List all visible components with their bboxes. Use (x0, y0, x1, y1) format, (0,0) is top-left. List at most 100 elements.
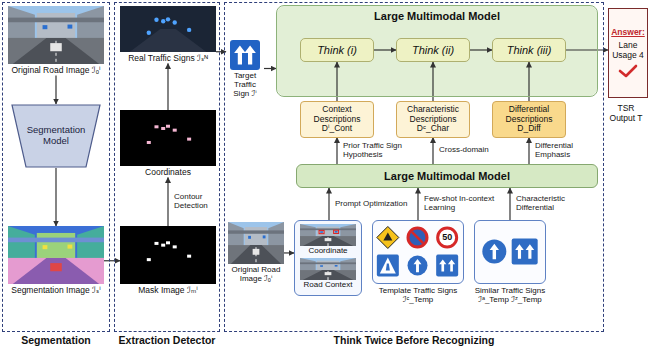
model-box: Large Multimodal Model (296, 164, 598, 188)
connector-arrow (284, 252, 294, 253)
lane-arrow (439, 259, 446, 271)
edge-label: Contour Detection (173, 193, 215, 211)
far-building (245, 227, 267, 246)
picture (300, 258, 356, 280)
connector-arrow (264, 68, 276, 69)
lane-plate (436, 255, 458, 277)
arrow-glyph (515, 244, 524, 258)
model-label: Segmentation Model (17, 125, 95, 147)
sign-dot (173, 20, 177, 24)
lane-arrow (234, 45, 246, 64)
picture (8, 226, 104, 284)
stage-panel: Think Twice Before RecognizingTarget Tra… (224, 2, 604, 332)
connector-arrow (328, 188, 329, 220)
connector-arrow (104, 260, 120, 261)
model-box-fill (277, 6, 597, 96)
vehicle (325, 272, 332, 275)
mandatory-disc (482, 240, 506, 264)
description-box: Differential Descriptions D_Diff (492, 101, 566, 138)
lane-plate (512, 239, 538, 265)
sign-patch (43, 25, 48, 29)
far-building (37, 13, 75, 39)
lane-sign (436, 255, 458, 277)
model-trapezoid: Segmentation Model (11, 104, 101, 168)
overpass (8, 238, 104, 243)
sign-dot (161, 244, 165, 247)
image-panel: Target Traffic Sign ℐⁱ (226, 40, 264, 99)
warning-diamond (377, 226, 399, 248)
sky (8, 6, 104, 64)
set-caption: Similar Traffic Signs ℐᵃ_Temp ℐᶻ_Temp (474, 287, 546, 305)
connector-arrow (432, 138, 433, 164)
description-box: Context Descriptions Dⁱ_Cont (300, 101, 374, 138)
connector-arrow (528, 138, 529, 164)
check-mark (618, 64, 638, 78)
answer-text: Lane Usage 4 (610, 41, 646, 61)
cross-sign (377, 255, 399, 277)
context-item: Road Context (300, 258, 356, 290)
panel-title: Think Twice Before Recognizing (334, 334, 495, 346)
edge-label: Differential Emphasis (534, 142, 602, 160)
arrow-glyph (234, 45, 246, 64)
sign-patch (320, 231, 323, 233)
prohibition-slash (412, 232, 423, 243)
ground (8, 258, 104, 284)
picture (120, 110, 216, 166)
connector-arrow (167, 178, 168, 226)
trapezoid-outline (12, 105, 100, 167)
road (13, 38, 99, 64)
road (303, 270, 353, 280)
sign-dot (154, 18, 158, 22)
reasoning-box: Think (ii) (396, 38, 470, 62)
arrow-glyph (244, 45, 256, 64)
coordinate-box (319, 230, 324, 233)
sign-patch (335, 231, 338, 233)
figure-label: 50 (435, 232, 459, 242)
connector-arrow (336, 62, 337, 101)
sign-dot (161, 127, 165, 130)
picture (120, 6, 216, 52)
road (303, 236, 353, 246)
coordinate-box (334, 230, 339, 233)
edge-label: Few-shot In-context Learning (423, 195, 503, 213)
sign-dot (161, 19, 165, 23)
ground (228, 245, 284, 264)
edge-label: Prior Traffic Sign Hypothesis (342, 142, 428, 160)
answer-box: Answer: Lane Usage 4 (608, 8, 648, 98)
image-ground (120, 6, 216, 52)
edge-label: Cross-domain (438, 146, 490, 155)
arrow-sign (482, 240, 506, 264)
connector-arrow (167, 64, 168, 110)
connector-arrow (374, 49, 396, 50)
reasoning-label: Think (iii) (507, 44, 552, 56)
arrow-glyph (490, 244, 499, 260)
sign-set-box: Similar Traffic Signs ℐᵃ_Temp ℐᶻ_Temp (474, 220, 546, 305)
vehicle (50, 263, 62, 271)
sign-patch (320, 265, 323, 267)
answer-text: Answer: (611, 28, 645, 38)
picture (228, 222, 284, 264)
connector-arrow (528, 62, 529, 101)
ground (300, 236, 356, 246)
connector-arrow (566, 49, 608, 50)
sign-frame (474, 220, 546, 284)
sign-patch (248, 236, 251, 239)
panel-title: Extraction Detector (119, 334, 216, 346)
image-ground (120, 226, 216, 284)
image-panel: Coordinates (120, 110, 216, 178)
image-caption: Segmentation Image ℐₛⁱ (8, 286, 104, 296)
image-panel: Mask Image ℐₘⁱ (120, 226, 216, 296)
ground (300, 270, 356, 280)
sign-dot (166, 125, 170, 128)
sign-patch (68, 245, 73, 249)
connector-arrow (55, 168, 56, 226)
model-title: Large Multimodal Model (277, 10, 597, 23)
context-item: Coordinate (300, 224, 356, 256)
lane-arrow (244, 45, 256, 64)
vehicle (50, 43, 62, 51)
sign-patch (263, 235, 266, 238)
model-title: Large Multimodal Model (384, 170, 510, 182)
sign-dot (147, 258, 151, 261)
reasoning-label: Think (ii) (412, 44, 454, 56)
